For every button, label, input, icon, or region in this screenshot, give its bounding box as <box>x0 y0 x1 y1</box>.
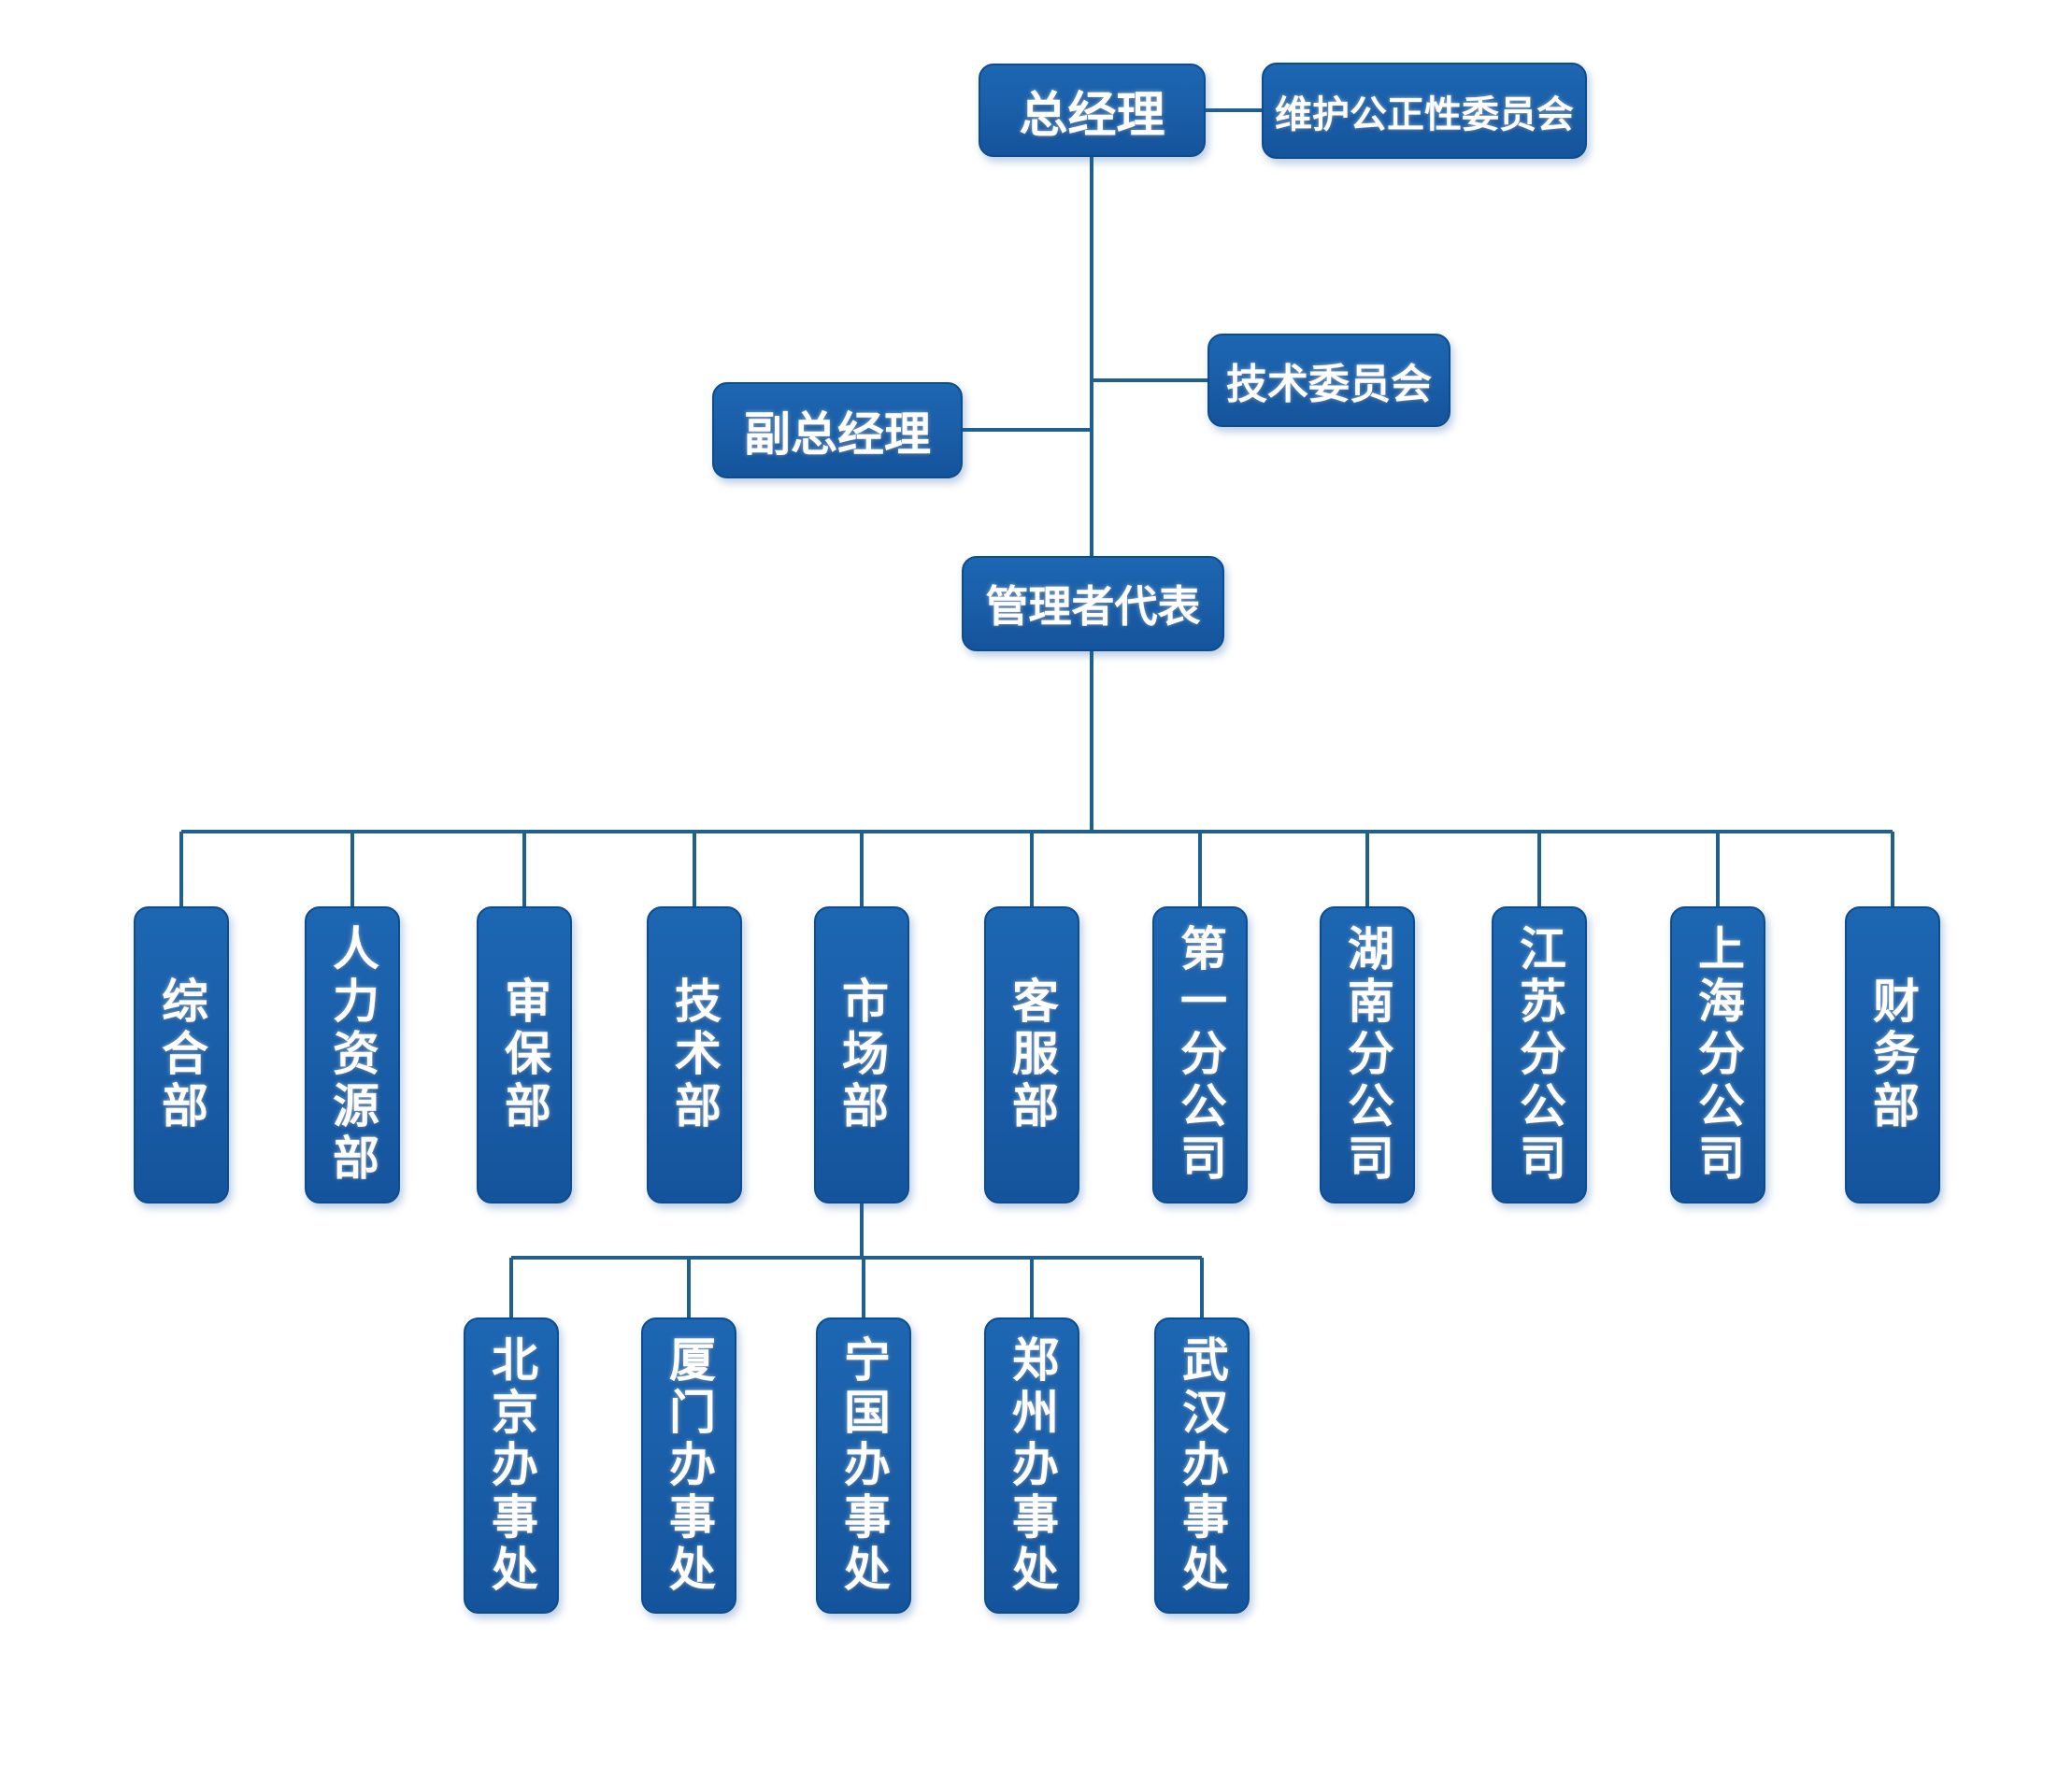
node-dept-human-resources-label: 人力资源部 <box>326 924 379 1186</box>
node-dept-general-affairs-label: 综合部 <box>155 976 207 1133</box>
node-technical-committee: 技术委员会 <box>1207 334 1450 427</box>
node-deputy-general-manager: 副总经理 <box>712 382 963 478</box>
node-dept-customer-service: 客服部 <box>984 906 1079 1203</box>
node-general-manager: 总经理 <box>979 64 1206 157</box>
node-dept-audit-assurance-label: 审保部 <box>498 976 550 1133</box>
node-branch-hunan-label: 湖南分公司 <box>1341 924 1393 1186</box>
node-impartiality-committee: 维护公正性委员会 <box>1262 63 1587 159</box>
node-dept-finance: 财务部 <box>1845 906 1940 1203</box>
node-dept-technology: 技术部 <box>647 906 742 1203</box>
node-office-xiamen-label: 厦门办事处 <box>663 1334 715 1597</box>
node-dept-general-affairs: 综合部 <box>134 906 229 1203</box>
node-branch-hunan: 湖南分公司 <box>1320 906 1415 1203</box>
node-office-ningguo: 宁国办事处 <box>816 1317 911 1614</box>
node-dept-finance-label: 财务部 <box>1866 976 1919 1133</box>
node-office-xiamen: 厦门办事处 <box>641 1317 736 1614</box>
node-dept-technology-label: 技术部 <box>668 976 721 1133</box>
node-office-zhengzhou: 郑州办事处 <box>984 1317 1079 1614</box>
node-dept-human-resources: 人力资源部 <box>305 906 400 1203</box>
node-branch-jiangsu-label: 江苏分公司 <box>1513 924 1565 1186</box>
node-office-ningguo-label: 宁国办事处 <box>837 1334 890 1597</box>
node-branch-jiangsu: 江苏分公司 <box>1492 906 1587 1203</box>
node-management-representative: 管理者代表 <box>962 556 1224 651</box>
node-office-wuhan: 武汉办事处 <box>1154 1317 1250 1614</box>
node-dept-marketing-label: 市场部 <box>836 976 888 1133</box>
node-branch-shanghai-label: 上海分公司 <box>1692 924 1744 1186</box>
node-dept-marketing: 市场部 <box>814 906 909 1203</box>
node-office-beijing: 北京办事处 <box>464 1317 559 1614</box>
node-office-wuhan-label: 武汉办事处 <box>1176 1334 1228 1597</box>
node-dept-customer-service-label: 客服部 <box>1006 976 1058 1133</box>
node-office-beijing-label: 北京办事处 <box>485 1334 537 1597</box>
node-general-manager-label: 总经理 <box>1019 88 1165 143</box>
node-branch-first-label: 第一分公司 <box>1174 924 1226 1186</box>
node-branch-first: 第一分公司 <box>1152 906 1248 1203</box>
node-technical-committee-label: 技术委员会 <box>1226 362 1432 407</box>
node-management-representative-label: 管理者代表 <box>985 582 1201 631</box>
node-office-zhengzhou-label: 郑州办事处 <box>1006 1334 1058 1597</box>
node-dept-audit-assurance: 审保部 <box>477 906 572 1203</box>
node-branch-shanghai: 上海分公司 <box>1670 906 1765 1203</box>
node-impartiality-committee-label: 维护公正性委员会 <box>1275 93 1574 135</box>
node-deputy-general-manager-label: 副总经理 <box>744 407 931 461</box>
